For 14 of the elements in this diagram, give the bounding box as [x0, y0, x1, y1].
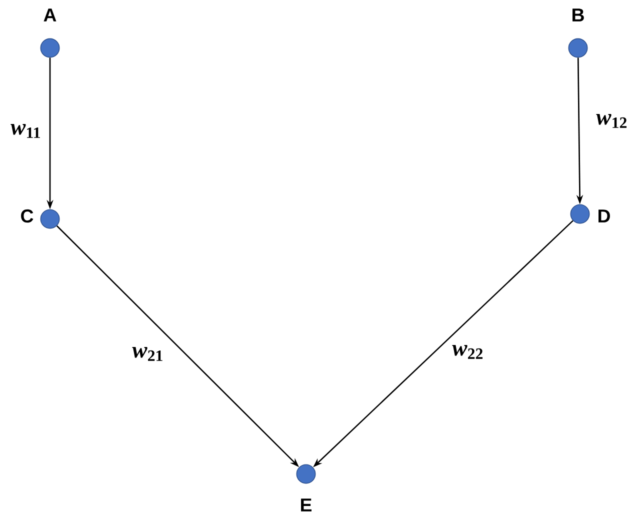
graph-node: E [296, 464, 316, 512]
node-label: B [572, 8, 584, 22]
edge-label: w$_{12}$ [594, 112, 629, 130]
graph-node: C [21, 209, 60, 229]
edge-label: w$_{21}$ [130, 346, 166, 362]
node-label: C [21, 209, 34, 223]
edge-label: w$_{11}$ [9, 122, 43, 140]
graph-node: A [40, 8, 60, 58]
node-label: D [598, 210, 610, 222]
graph-node: D [570, 204, 610, 224]
edge-label: w$_{22}$ [450, 344, 486, 360]
node-label: A [44, 8, 56, 22]
graph-node: B [568, 8, 588, 58]
node-label: E [301, 498, 312, 512]
